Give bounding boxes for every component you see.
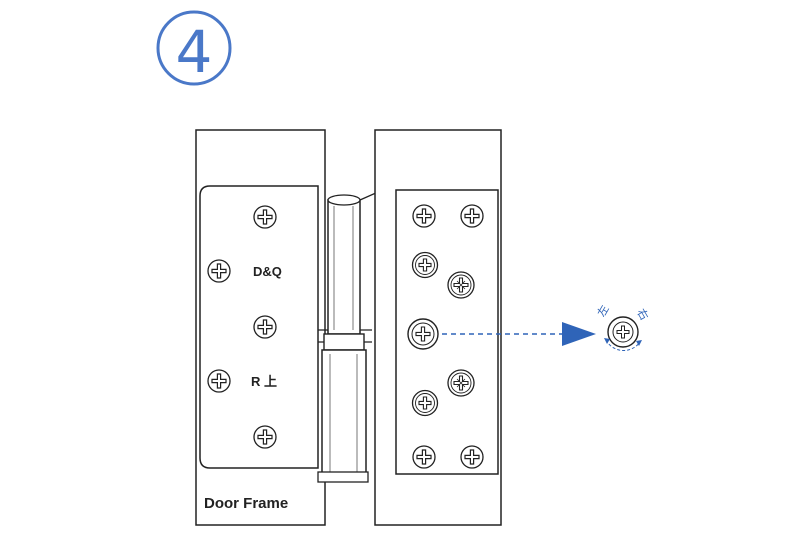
door-adjust-screw-3 (447, 369, 475, 397)
right-turn-label: 右 (634, 306, 652, 323)
frame-screw-4 (207, 369, 231, 393)
left-turn-label: 左 (595, 303, 612, 319)
step-badge: 4 (156, 10, 232, 86)
frame-screw-1 (253, 205, 277, 229)
brand-mark: D&Q (253, 264, 282, 279)
door-adjust-screw-1 (411, 251, 439, 279)
door-screw-1 (412, 204, 436, 228)
door-screw-4 (460, 445, 484, 469)
upper-knuckle (327, 199, 361, 335)
knuckle-top-cap (327, 194, 361, 206)
frame-screw-2 (207, 259, 231, 283)
frame-screw-3 (253, 315, 277, 339)
step-number: 4 (176, 18, 213, 86)
knuckle-bottom-cap (317, 471, 369, 483)
adjust-detail: 左 右 (595, 303, 652, 352)
frame-label: Door Frame (204, 495, 288, 512)
door-leaf (374, 129, 502, 526)
door-adjust-screw-4 (411, 389, 439, 417)
arrow-head (562, 322, 596, 346)
step-circle (156, 10, 232, 86)
door-adjust-screw-2 (447, 271, 475, 299)
lateral-adjust-screw (407, 318, 439, 350)
lower-knuckle (321, 349, 367, 479)
rotation-arc (605, 339, 641, 352)
detail-arrow (442, 322, 596, 346)
frame-screw-5 (253, 425, 277, 449)
door-screw-3 (412, 445, 436, 469)
door-screw-2 (460, 204, 484, 228)
knuckle-joint (323, 333, 365, 351)
door-frame: D&Q R 上 Door Frame (195, 129, 326, 526)
side-mark: R 上 (251, 374, 277, 389)
